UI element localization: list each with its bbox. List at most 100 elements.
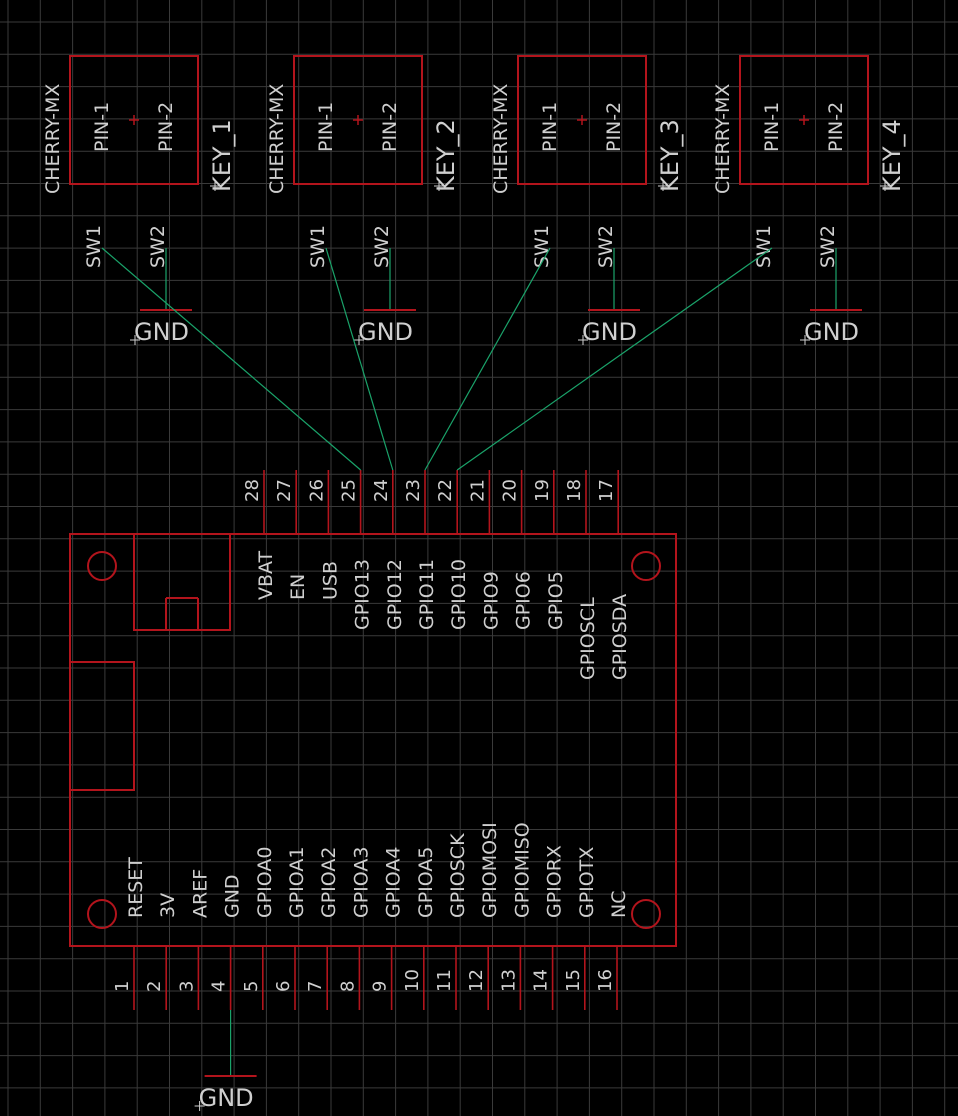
- switch-pin2-label: PIN-2: [155, 102, 177, 152]
- switch-name-label: KEY_3: [656, 119, 684, 192]
- bottom-pin-number: 2: [144, 981, 165, 992]
- airwire-key-1: [101, 247, 361, 471]
- top-pin-number: 26: [306, 479, 327, 502]
- switch-pin1-label: PIN-1: [761, 102, 783, 152]
- battery-connector-outline: [69, 661, 135, 791]
- board-gnd-label: GND: [199, 1084, 254, 1112]
- gnd-label: GND: [358, 318, 413, 346]
- bottom-pin-label: GPIOTX: [576, 847, 598, 918]
- switch-sw2-label: SW2: [371, 225, 393, 268]
- top-pin-label: GPIO10: [448, 559, 470, 630]
- switch-part-label: CHERRY-MX: [490, 84, 512, 194]
- top-pin-number: 25: [339, 479, 360, 502]
- top-pin-label: EN: [287, 574, 309, 600]
- mounting-hole: [87, 899, 117, 929]
- switch-pin2-label: PIN-2: [825, 102, 847, 152]
- gnd-label: GND: [582, 318, 637, 346]
- mounting-hole: [631, 551, 661, 581]
- top-pin-label: USB: [319, 561, 341, 600]
- bottom-pin-label: GND: [222, 874, 244, 918]
- switch-pin1-label: PIN-1: [91, 102, 113, 152]
- bottom-pin-label: GPIORX: [544, 845, 566, 918]
- bottom-pin-number: 15: [563, 969, 584, 992]
- bottom-pin-number: 14: [531, 969, 552, 992]
- top-pin-label: GPIO9: [480, 571, 502, 630]
- bottom-pin-number: 12: [466, 969, 487, 992]
- bottom-pin-label: GPIOMISO: [511, 822, 533, 918]
- top-pin-label: GPIO5: [545, 571, 567, 630]
- bottom-pin-number: 16: [595, 969, 616, 992]
- switch-part-label: CHERRY-MX: [712, 84, 734, 194]
- gnd-label: GND: [804, 318, 859, 346]
- switch-part-label: CHERRY-MX: [42, 84, 64, 194]
- switch-sw1-label: SW1: [753, 225, 775, 268]
- bottom-pin-number: 1: [112, 981, 133, 992]
- bottom-pin-number: 10: [402, 969, 423, 992]
- top-pin-number: 27: [274, 479, 295, 502]
- bottom-pin-number: 5: [241, 981, 262, 992]
- switch-sw1-label: SW1: [531, 225, 553, 268]
- top-pin-number: 24: [371, 479, 392, 502]
- bottom-pin-label: GPIOA1: [286, 847, 308, 919]
- wires: [101, 247, 773, 471]
- bottom-pin-label: GPIOA2: [318, 847, 340, 919]
- bottom-pin-label: NC: [608, 891, 630, 918]
- top-pin-number: 17: [596, 479, 617, 502]
- top-pin-label: GPIO11: [416, 559, 438, 630]
- bottom-pin-number: 11: [434, 969, 455, 992]
- switch-name-label: KEY_1: [208, 119, 236, 192]
- switch-name-label: KEY_4: [878, 119, 906, 192]
- bottom-pin-label: GPIOSCK: [447, 833, 469, 918]
- switch-sw2-label: SW2: [817, 225, 839, 268]
- usb-connector-outline: [133, 533, 231, 631]
- top-pin-label: GPIOSDA: [609, 594, 631, 680]
- gnd-label: GND: [134, 318, 189, 346]
- top-pin-number: 20: [500, 479, 521, 502]
- bottom-pin-number: 9: [370, 981, 391, 992]
- switch-sw2-label: SW2: [595, 225, 617, 268]
- airwire-key-3: [424, 247, 551, 471]
- switch-sw1-label: SW1: [307, 225, 329, 268]
- top-pin-number: 19: [532, 479, 553, 502]
- switch-pin1-label: PIN-1: [539, 102, 561, 152]
- switch-name-label: KEY_2: [432, 119, 460, 192]
- top-pin-number: 18: [564, 479, 585, 502]
- top-pin-label: VBAT: [255, 550, 277, 600]
- top-pin-number: 22: [435, 479, 456, 502]
- bottom-pin-number: 3: [176, 981, 197, 992]
- bottom-pin-label: GPIOMOSI: [479, 822, 501, 918]
- bottom-pin-label: GPIOA4: [383, 847, 405, 919]
- bottom-pin-label: GPIOA0: [254, 847, 276, 919]
- switch-sw1-label: SW1: [83, 225, 105, 268]
- bottom-pin-number: 7: [305, 981, 326, 992]
- mounting-hole: [631, 899, 661, 929]
- switch-sw2-label: SW2: [147, 225, 169, 268]
- switch-pin2-label: PIN-2: [603, 102, 625, 152]
- switch-part-label: CHERRY-MX: [266, 84, 288, 194]
- switch-body: [517, 55, 647, 185]
- switch-pin1-label: PIN-1: [315, 102, 337, 152]
- mounting-hole: [87, 551, 117, 581]
- bottom-pin-label: RESET: [125, 857, 147, 918]
- switch-body: [739, 55, 869, 185]
- switch-pin2-label: PIN-2: [379, 102, 401, 152]
- bottom-pin-label: AREF: [189, 869, 211, 918]
- bottom-pin-number: 4: [209, 981, 230, 992]
- bottom-pin-number: 6: [273, 981, 294, 992]
- top-pin-label: GPIOSCL: [577, 597, 599, 680]
- top-pin-number: 21: [467, 479, 488, 502]
- switch-body: [69, 55, 199, 185]
- bottom-pin-number: 13: [498, 969, 519, 992]
- bottom-pin-number: 8: [337, 981, 358, 992]
- switch-body: [293, 55, 423, 185]
- airwire-key-4: [456, 247, 773, 471]
- board: 28VBAT27EN26USB25GPIO1324GPIO1223GPIO112…: [69, 470, 677, 1112]
- bottom-pin-label: GPIOA3: [350, 847, 372, 919]
